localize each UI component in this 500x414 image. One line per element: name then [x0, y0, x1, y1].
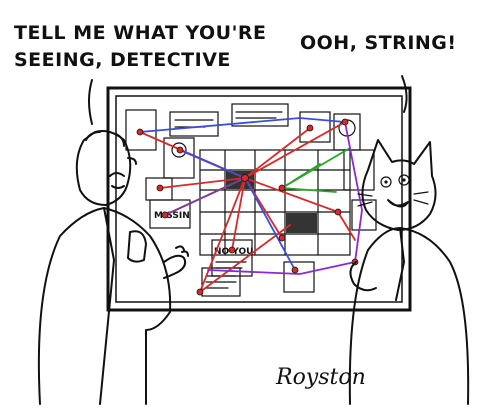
pinned-notes: MISSIN NO YOU — [125, 103, 377, 297]
missing-label: MISSIN — [154, 211, 190, 221]
photo-left — [163, 137, 195, 179]
note-top — [169, 111, 219, 137]
note-top-mid — [231, 103, 289, 127]
cat-speech-caption: OOH, STRING! — [300, 32, 457, 54]
detective-figure — [37, 130, 189, 405]
missing-poster — [149, 199, 191, 229]
detective-speech-caption: TELL ME WHAT YOU'RE SEEING, DETECTIVE — [14, 22, 267, 71]
newspaper — [201, 267, 241, 297]
pins — [136, 118, 359, 296]
left-speech-pointer — [88, 79, 93, 125]
cat-figure — [348, 139, 470, 405]
artist-signature: Royston — [275, 365, 366, 390]
photo-top-right — [299, 111, 331, 143]
blue-strings — [139, 117, 346, 271]
photo-bottom — [283, 261, 315, 293]
map-grid — [199, 149, 351, 256]
green-strings — [281, 147, 351, 193]
coffee-cup — [127, 230, 147, 263]
evidence-board — [106, 86, 412, 312]
right-speech-pointer — [401, 75, 408, 113]
